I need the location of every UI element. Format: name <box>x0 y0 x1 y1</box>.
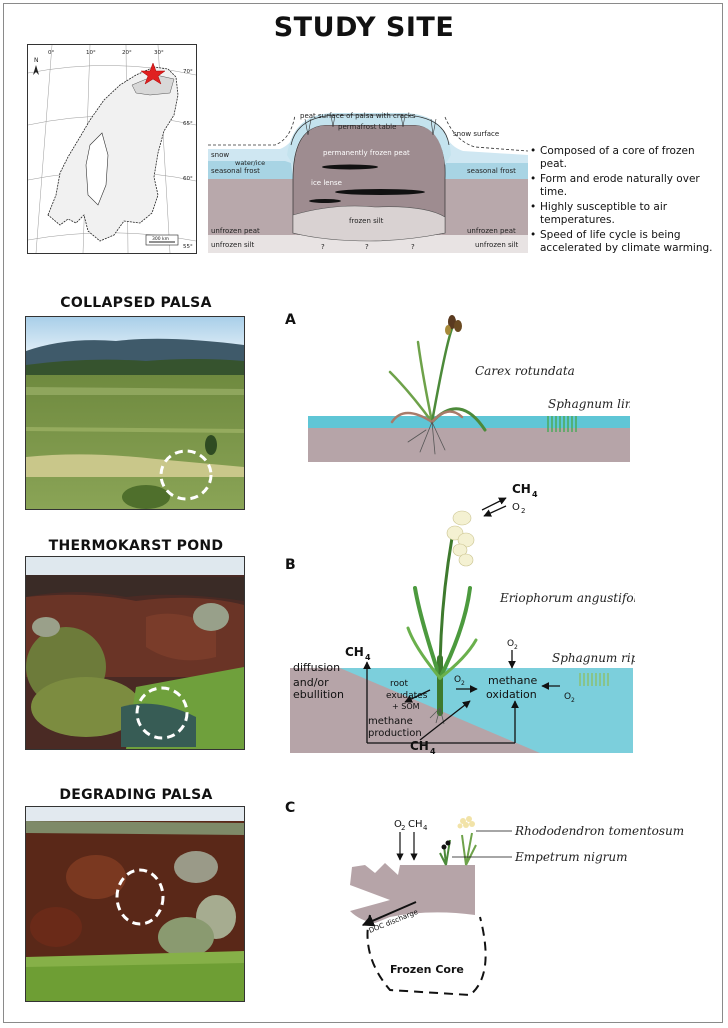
label-o2-root: O <box>454 675 461 685</box>
label-ch4-produced-sub: 4 <box>430 747 436 756</box>
label-carex: Carex rotundata <box>475 364 575 378</box>
label-unfrozen-peat-left: unfrozen peat <box>211 227 260 235</box>
frozen-core-outline <box>366 914 487 997</box>
highlight-circle <box>115 868 165 926</box>
section-title-collapsed: COLLAPSED PALSA <box>60 295 212 311</box>
map-lon-label: 30° <box>154 50 164 56</box>
map-lon-label: 0° <box>48 50 54 56</box>
rhododendron-icon <box>457 816 477 866</box>
label-frozen-core: Frozen Core <box>390 963 464 976</box>
label-o2-root-sub: 2 <box>461 680 465 687</box>
label-exudates: exudates <box>386 691 428 701</box>
map-lat-label: 70° <box>183 69 193 75</box>
label-ch4-produced: CH <box>410 739 429 753</box>
label-peat-surface: peat surface of palsa with cracks <box>300 112 416 120</box>
fact-item: Speed of life cycle is being accelerated… <box>530 229 720 255</box>
label-methane-production-2: production <box>368 728 422 739</box>
label-and-or: and/or <box>293 676 329 689</box>
label-ch4-emission-sub: 4 <box>365 653 371 662</box>
section-title-degrading: DEGRADING PALSA <box>59 787 213 803</box>
panel-letter-b: B <box>285 557 296 573</box>
label-ch4: CH <box>408 819 423 830</box>
label-o2-atm-sub: 2 <box>514 644 518 651</box>
label-rhododendron: Rhododendron tomentosum <box>514 824 684 838</box>
north-label: N <box>34 57 39 64</box>
page-title: STUDY SITE <box>273 12 455 43</box>
label-permafrost-table: permafrost table <box>338 123 396 131</box>
label-ch4-flux: CH <box>512 482 531 496</box>
label-o2-flux: O <box>512 502 520 513</box>
label-ch4-flux-sub: 4 <box>532 490 538 499</box>
label-ebullition: ebullition <box>293 688 344 701</box>
photo-thermokarst-pond <box>25 556 245 750</box>
figure-frame <box>3 3 723 1023</box>
study-site-star-icon <box>140 62 166 85</box>
north-arrow-icon <box>33 65 39 75</box>
label-methane-oxidation-1: methane <box>488 674 537 687</box>
label-frozen-peat: permanently frozen peat <box>323 149 410 157</box>
label-seasonal-frost-right: seasonal frost <box>467 167 516 175</box>
scale-label: 300 km <box>152 236 169 242</box>
label-o2-moss: O <box>564 692 571 702</box>
map-lon-label: 10° <box>86 50 96 56</box>
label-methane-production-1: methane <box>368 716 413 727</box>
panel-letter-c: C <box>285 800 296 816</box>
location-map: N 0° 10° 20° 30° 70° 65° 60° 55° 300 km <box>27 44 197 254</box>
label-o2-moss-sub: 2 <box>571 697 575 704</box>
label-ch4-sub: 4 <box>423 824 428 832</box>
fact-item: Form and erode naturally over time. <box>530 173 720 199</box>
panel-a-diagram: Carex rotundata Sphagnum lindbergii <box>308 315 630 462</box>
map-lat-label: 65° <box>183 121 193 127</box>
peat-wedge <box>290 668 540 753</box>
label-eriophorum: Eriophorum angustifolium <box>499 591 635 605</box>
label-snow-surface: snow surface <box>453 130 499 138</box>
map-graphic: N 0° 10° 20° 30° 70° 65° 60° 55° 300 km <box>27 44 197 254</box>
label-som: + SOM <box>392 702 420 711</box>
peat-block <box>350 863 475 923</box>
photo-degrading-palsa <box>25 806 245 1002</box>
palsa-cross-section: peat surface of palsa with cracks permaf… <box>208 112 529 253</box>
water-layer <box>308 416 630 428</box>
panel-b-diagram: CH 4 O 2 Eriophorum angustifolium Sphagn… <box>290 482 635 756</box>
highlight-circle <box>135 686 189 740</box>
unfrozen-silt-layer <box>208 233 528 253</box>
label-o2-flux-sub: 2 <box>521 507 525 515</box>
label-ch4-emission: CH <box>345 645 364 659</box>
map-lat-label: 55° <box>183 244 193 250</box>
sphagnum-icon <box>547 416 577 432</box>
label-seasonal-frost-left: seasonal frost <box>211 167 260 175</box>
fact-item: Highly susceptible to air temperatures. <box>530 201 720 227</box>
panel-c-diagram: O 2 CH 4 Rhododendron tomentosum Empetru… <box>350 816 684 997</box>
empetrum-icon <box>439 839 451 866</box>
label-question: ? <box>411 243 415 251</box>
eriophorum-plant-icon <box>406 536 478 716</box>
label-root: root <box>390 679 409 689</box>
label-o2-sub: 2 <box>401 824 405 832</box>
label-sphagnum-riparium: Sphagnum riparium <box>552 651 635 665</box>
photo-collapsed-palsa <box>25 316 245 510</box>
label-water-ice: water/ice <box>235 159 265 167</box>
label-unfrozen-silt-left: unfrozen silt <box>211 241 255 249</box>
label-question: ? <box>321 243 325 251</box>
label-ice-lense: ice lense <box>311 179 342 187</box>
label-methane-oxidation-2: oxidation <box>486 688 537 701</box>
label-o2: O <box>394 819 402 830</box>
label-frozen-silt: frozen silt <box>349 217 384 225</box>
map-lat-label: 60° <box>183 176 193 182</box>
label-sphagnum-lindbergii: Sphagnum lindbergii <box>548 397 630 411</box>
label-diffusion: diffusion <box>293 661 340 674</box>
label-snow: snow <box>211 151 229 159</box>
panel-letter-a: A <box>285 312 296 328</box>
label-unfrozen-peat-right: unfrozen peat <box>467 227 516 235</box>
facts-list: Composed of a core of frozen peat. Form … <box>530 145 720 257</box>
map-lon-label: 20° <box>122 50 132 56</box>
label-o2-atm: O <box>507 639 514 649</box>
section-title-thermokarst: THERMOKARST POND <box>48 538 224 554</box>
label-question: ? <box>365 243 369 251</box>
label-unfrozen-silt-right: unfrozen silt <box>475 241 519 249</box>
sphagnum-icon <box>579 673 609 686</box>
label-empetrum: Empetrum nigrum <box>514 850 628 864</box>
highlight-circle <box>159 449 213 501</box>
fact-item: Composed of a core of frozen peat. <box>530 145 720 171</box>
